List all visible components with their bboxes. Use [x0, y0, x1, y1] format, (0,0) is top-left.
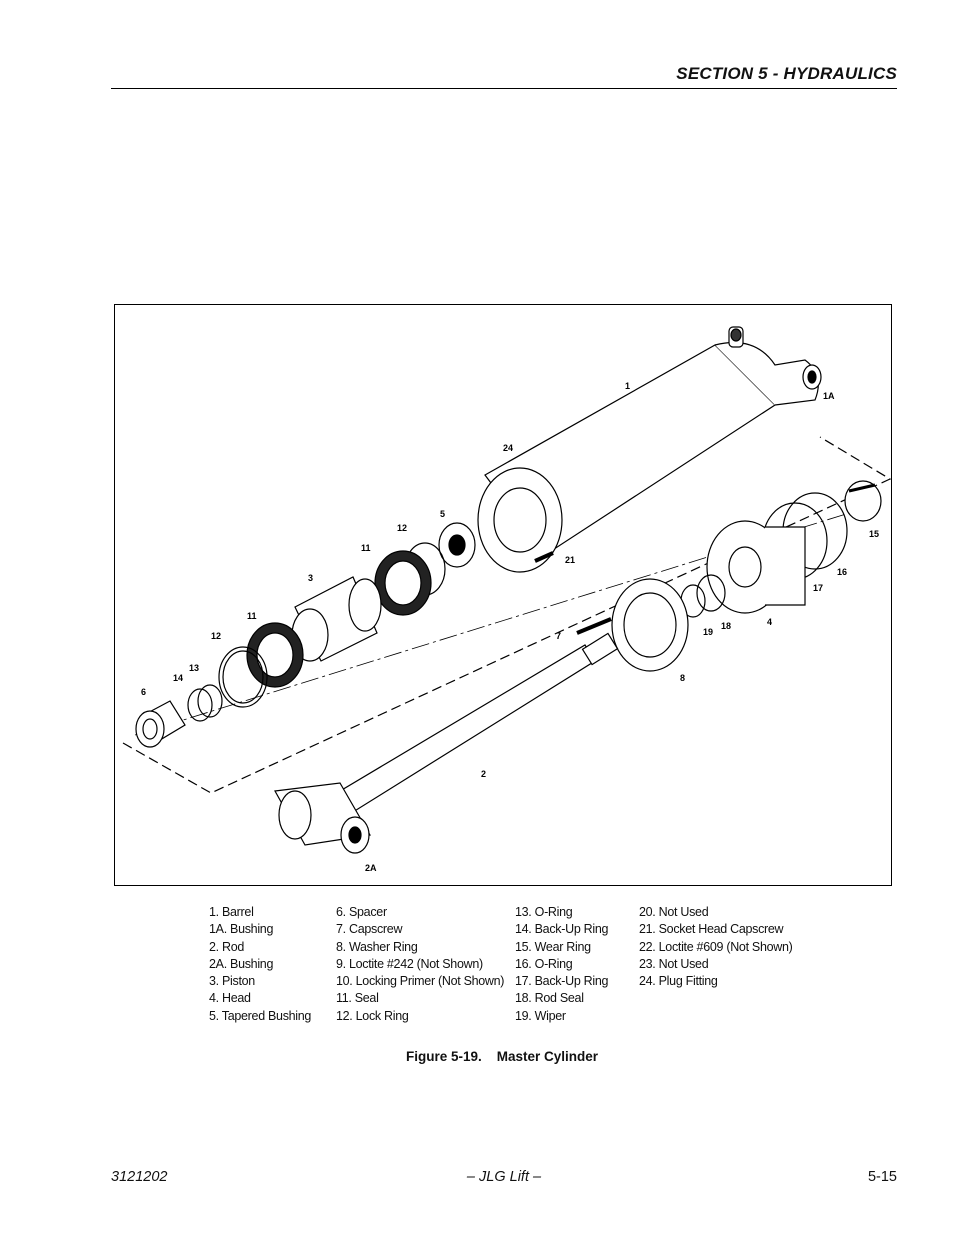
callout-21: 21	[565, 555, 575, 565]
callout-24: 24	[503, 443, 513, 453]
barrel-part	[477, 326, 822, 573]
legend-item: 21. Socket Head Capscrew	[639, 922, 784, 937]
tapered-bushing-part	[438, 522, 476, 568]
rod-part	[274, 632, 619, 854]
piston-part	[291, 576, 382, 662]
section-title: SECTION 5 - HYDRAULICS	[676, 64, 897, 83]
legend-column-4: 20. Not Used 21. Socket Head Capscrew 22…	[639, 904, 793, 990]
header-rule	[111, 88, 897, 89]
callout-11b: 11	[247, 611, 257, 621]
legend-item: 19. Wiper	[515, 1008, 566, 1023]
washer-ring-part	[611, 578, 689, 672]
legend-item: 22. Loctite #609 (Not Shown)	[639, 939, 793, 954]
legend-item: 11. Seal	[336, 991, 379, 1006]
callout-1: 1	[625, 381, 630, 391]
figure-title: Master Cylinder	[496, 1049, 599, 1064]
callout-12: 12	[397, 523, 407, 533]
legend-column-2: 6. Spacer 7. Capscrew 8. Washer Ring 9. …	[336, 904, 504, 1025]
spacer-part	[135, 700, 186, 748]
callout-15: 15	[869, 529, 879, 539]
head-part	[706, 520, 806, 614]
callout-4: 4	[767, 617, 772, 627]
legend-item: 7. Capscrew	[336, 922, 403, 937]
callout-2: 2	[481, 769, 486, 779]
callout-16: 16	[837, 567, 847, 577]
legend-item: 8. Washer Ring	[336, 939, 418, 954]
legend-column-3: 13. O-Ring 14. Back-Up Ring 15. Wear Rin…	[515, 904, 608, 1025]
callout-19: 19	[703, 627, 713, 637]
legend-item: 13. O-Ring	[515, 905, 573, 919]
callout-13: 13	[189, 663, 199, 673]
callout-12b: 12	[211, 631, 221, 641]
callout-3: 3	[308, 573, 313, 583]
figure-caption: Figure 5-19. Master Cylinder	[0, 1049, 954, 1064]
legend-item: 2. Rod	[209, 939, 245, 954]
document-number: 3121202	[111, 1169, 168, 1185]
callout-11: 11	[361, 543, 371, 553]
legend-item: 14. Back-Up Ring	[515, 922, 609, 937]
legend-item: 20. Not Used	[639, 905, 709, 919]
callout-18: 18	[721, 621, 731, 631]
callout-8: 8	[680, 673, 685, 683]
legend-item: 5. Tapered Bushing	[209, 1008, 312, 1023]
legend-item: 16. O-Ring	[515, 956, 573, 971]
legend-item: 24. Plug Fitting	[639, 974, 718, 989]
legend-item: 1A. Bushing	[209, 922, 274, 937]
callout-7: 7	[556, 631, 561, 641]
legend-item: 10. Locking Primer (Not Shown)	[336, 974, 505, 989]
legend-item: 18. Rod Seal	[515, 991, 584, 1006]
legend-column-1: 1. Barrel 1A. Bushing 2. Rod 2A. Bushing…	[209, 904, 311, 1025]
assembly-envelope	[122, 436, 892, 794]
legend-item: 2A. Bushing	[209, 956, 274, 971]
figure-number: Figure 5-19.	[405, 1049, 482, 1064]
legend-item: 12. Lock Ring	[336, 1008, 409, 1023]
legend-item: 15. Wear Ring	[515, 939, 591, 954]
legend-item: 3. Piston	[209, 974, 255, 989]
callout-14: 14	[173, 673, 183, 683]
legend-item: 23. Not Used	[639, 956, 709, 971]
callout-1a: 1A	[823, 391, 835, 401]
callout-17: 17	[813, 583, 823, 593]
legend-item: 9. Loctite #242 (Not Shown)	[336, 956, 483, 971]
legend-item: 17. Back-Up Ring	[515, 974, 609, 989]
legend-item: 6. Spacer	[336, 905, 387, 919]
legend-item: 4. Head	[209, 991, 251, 1006]
callout-5: 5	[440, 509, 445, 519]
callout-6: 6	[141, 687, 146, 697]
page-number: 5-15	[867, 1169, 897, 1185]
callout-2a: 2A	[365, 863, 377, 873]
figure-frame: 1 1A 24 5 21 12 11 3 15 16 17 4 18 19 7 …	[114, 304, 892, 886]
callout-labels: 1 1A 24 5 21 12 11 3 15 16 17 4 18 19 7 …	[141, 381, 879, 873]
publisher: – JLG Lift –	[466, 1169, 542, 1185]
legend-item: 1. Barrel	[209, 905, 254, 919]
master-cylinder-exploded-view: 1 1A 24 5 21 12 11 3 15 16 17 4 18 19 7 …	[122, 326, 892, 873]
